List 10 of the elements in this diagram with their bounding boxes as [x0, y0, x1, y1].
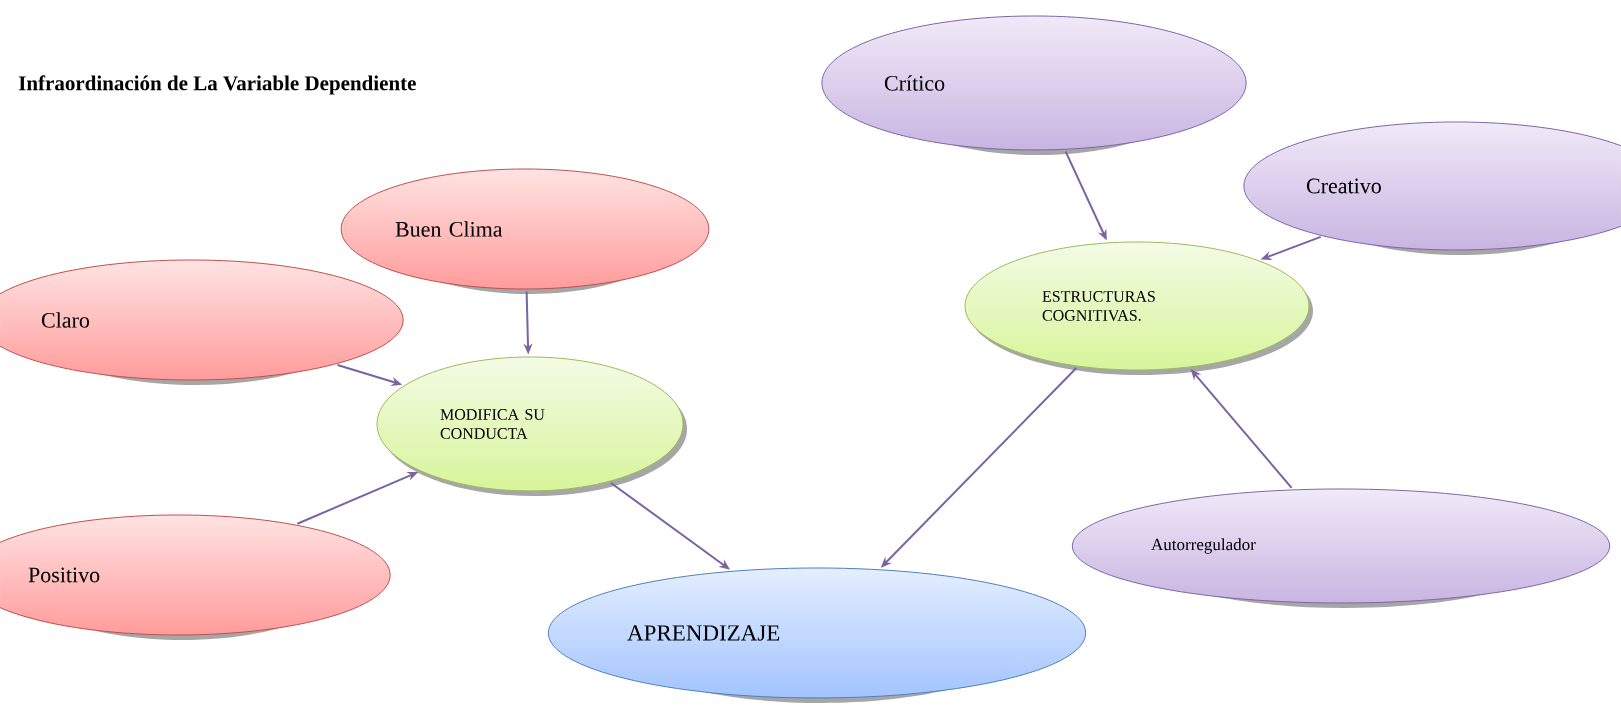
title: Infraordinación de La Variable Dependiente [18, 75, 416, 95]
ellipse-node: Positivo [0, 514, 391, 640]
ellipse-node: APRENDIZAJE [547, 567, 1087, 703]
ellipse-node: Creativo [1243, 121, 1621, 255]
ellipse-node: Buen Clima [340, 168, 710, 294]
ellipse-node: Autorregulador [1071, 488, 1611, 608]
ellipse-node: ESTRUCTURAS COGNITIVAS. [964, 241, 1313, 375]
ellipse-node: MODIFICA SU CONDUCTA [376, 356, 687, 496]
ellipse-node: Claro [0, 259, 404, 385]
ellipse-node: Crítico [821, 15, 1247, 155]
